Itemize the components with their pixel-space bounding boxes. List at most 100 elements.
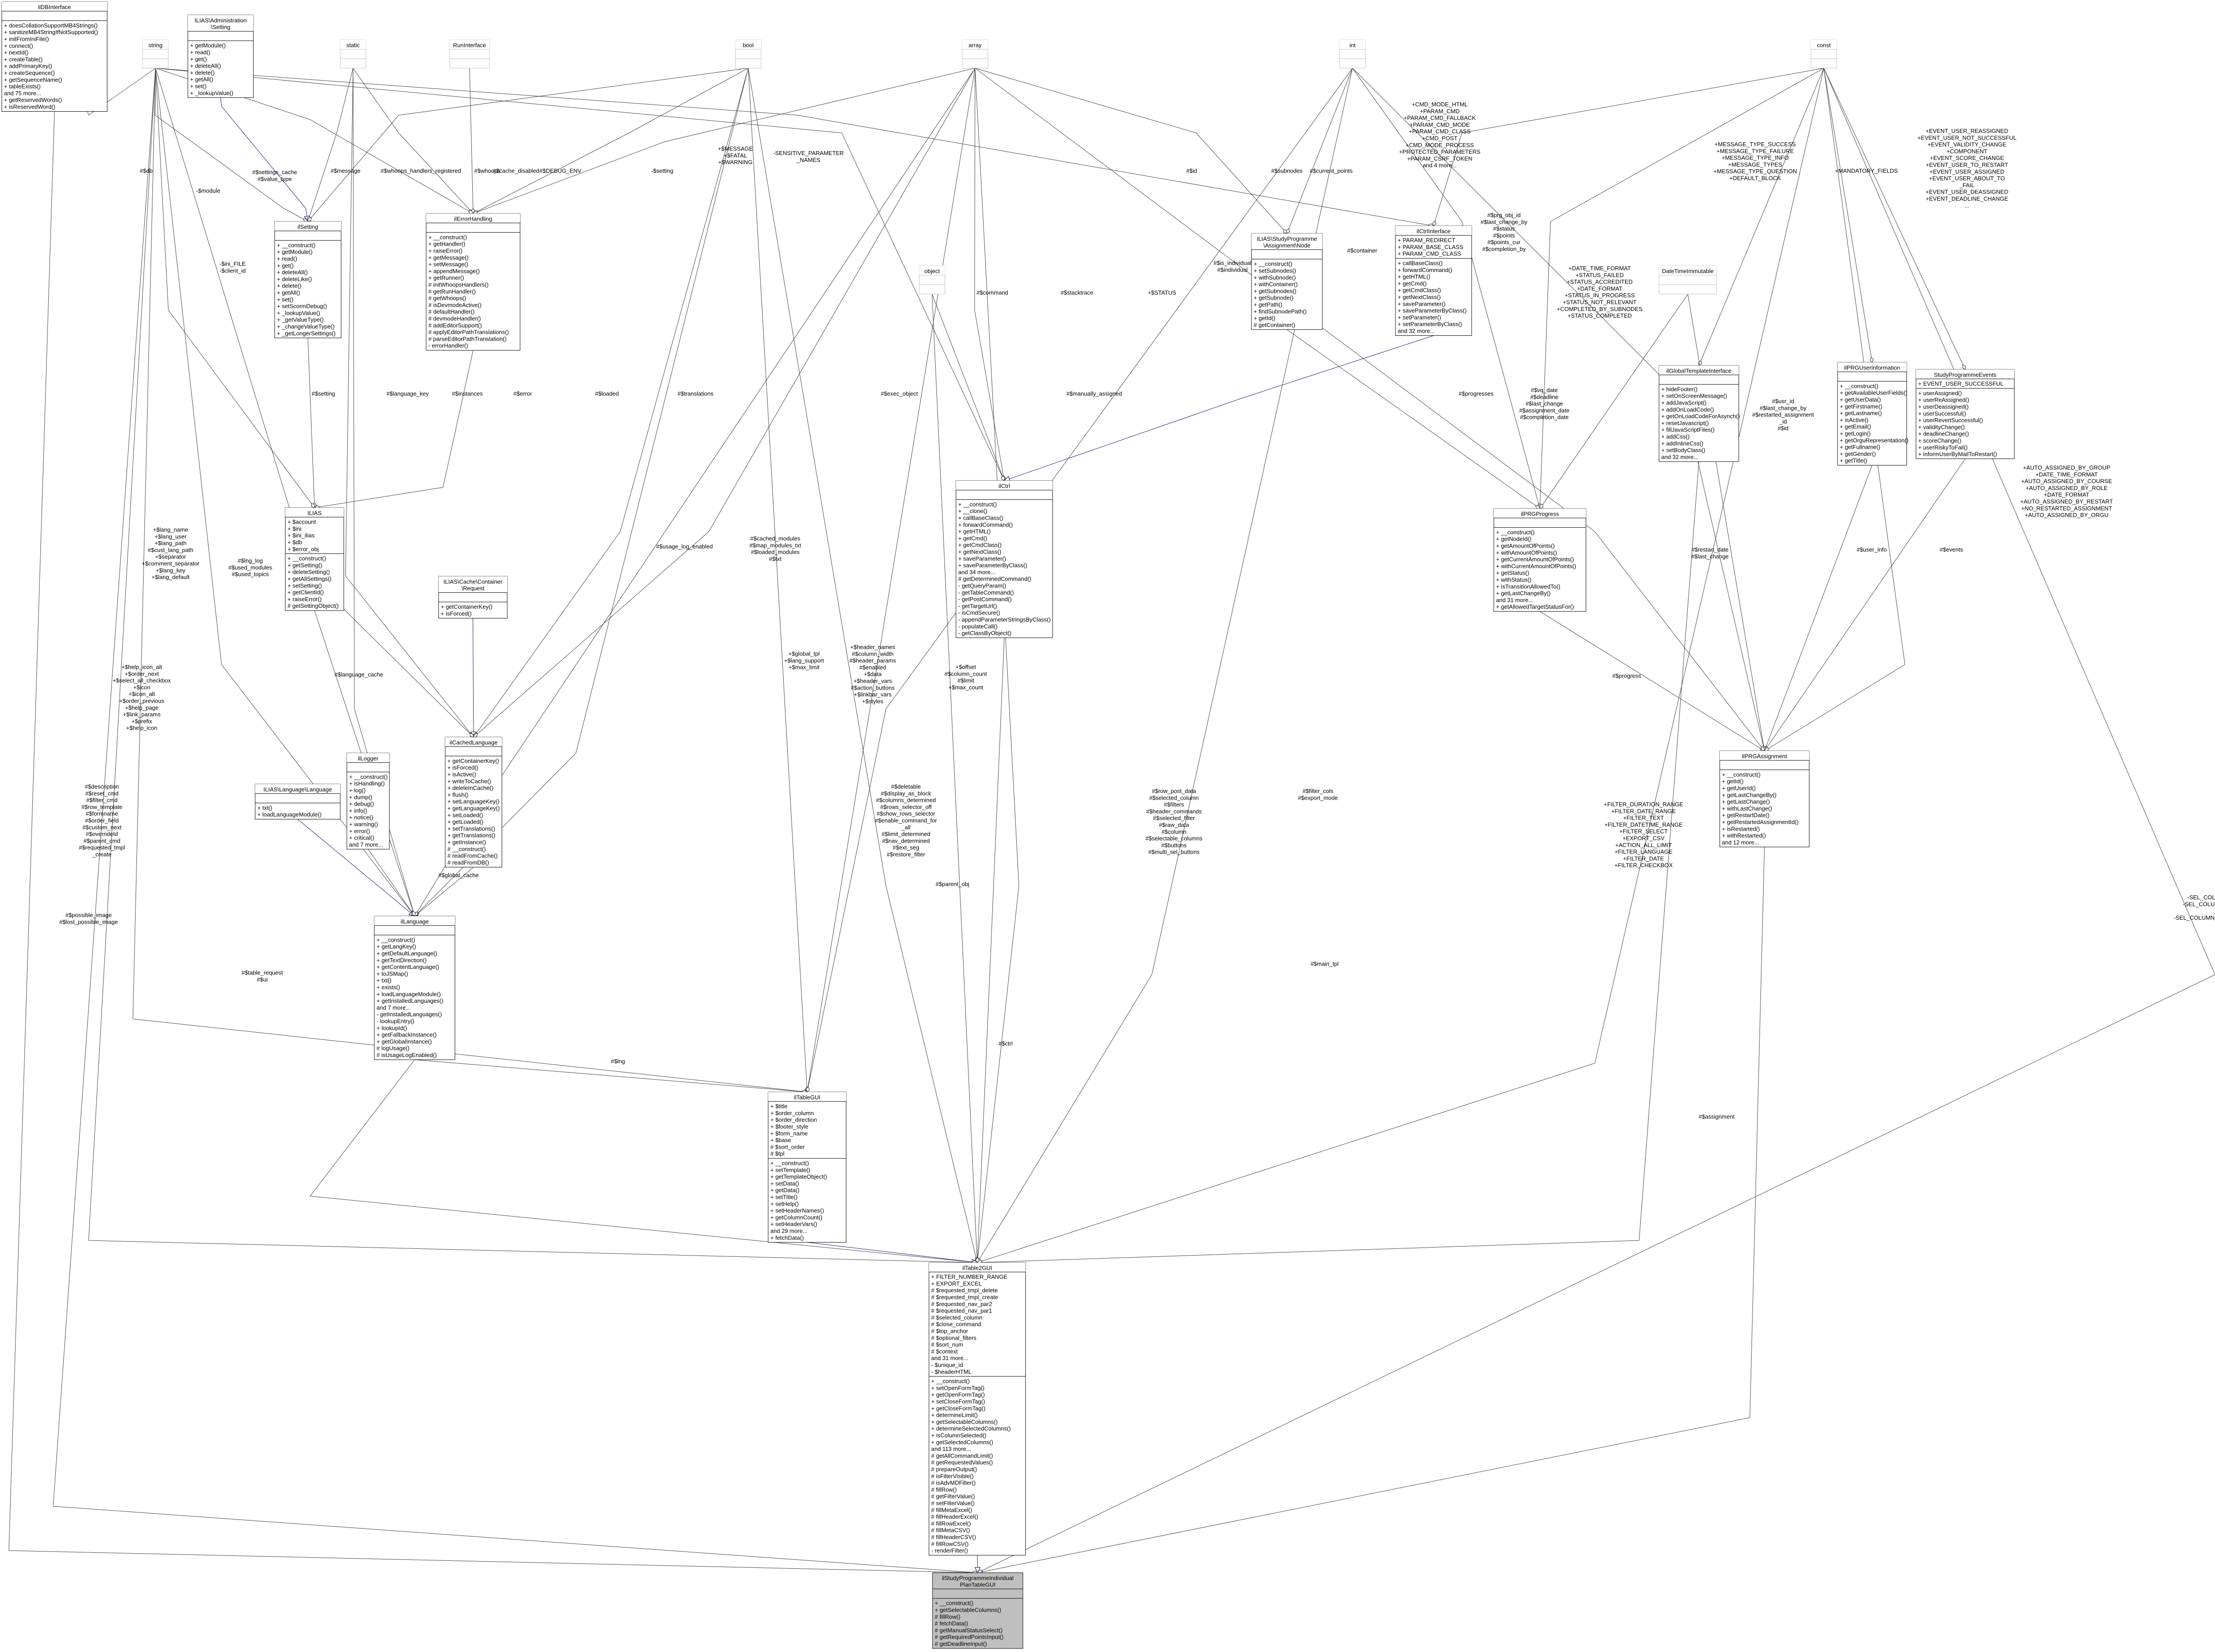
edge-label: #$usage_log_enabled xyxy=(656,543,713,550)
class-node-dti[interactable]: DateTimeImmutable xyxy=(1659,265,1717,295)
edge-label-line: +STATUS_FAILED xyxy=(1576,272,1624,278)
edge-label-line: +$lang_path xyxy=(155,540,187,547)
class-operation: + saveParameter() xyxy=(958,555,1006,562)
class-node-table2[interactable]: ilTable2GUI+ FILTER_NUMBER_RANGE+ EXPORT… xyxy=(929,1262,1026,1556)
class-node-setting[interactable]: ilSetting+ __construct()+ getModule()+ r… xyxy=(274,221,342,338)
class-node-prguser[interactable]: ilPRGUserInformation+ __construct()+ get… xyxy=(1837,362,1908,466)
edge-const-to-prgprog xyxy=(1540,68,1824,509)
class-node-runi[interactable]: RunInterface xyxy=(449,39,490,69)
class-node-main[interactable]: ilStudyProgrammeIndividualPlanTableGUI+ … xyxy=(932,1572,1023,1649)
edge-label-line: #$id xyxy=(1778,425,1789,431)
edge-string-to-setting xyxy=(155,68,308,222)
class-operation: + getCmdClass() xyxy=(958,542,1002,548)
edge-label-line: +$lang_support xyxy=(784,657,824,664)
edge-label: #$DEBUG_ENV xyxy=(540,167,582,174)
class-attribute: + $title xyxy=(770,1103,788,1110)
edge-label-line: #$assignment_date xyxy=(1519,407,1569,414)
class-operation: - getInstalledLanguages() xyxy=(377,1011,442,1018)
class-node-idb[interactable]: ilDBInterface+ doesCollationSupportMB4St… xyxy=(1,1,108,112)
class-node-const[interactable]: const xyxy=(1811,39,1837,69)
edge-string-to-tablegui xyxy=(132,68,807,1092)
class-operation: # applyEditorPathTranslations() xyxy=(428,329,509,335)
edge-label: #$usr_id#$last_change_by#$restarted_assi… xyxy=(1752,398,1814,431)
edge-string-to-main xyxy=(53,68,978,1573)
edge-label-line: +STATUS_IN_PROGRESS xyxy=(1565,292,1635,299)
edge-label-line: #$last_change_by xyxy=(1760,404,1807,411)
class-node-ctrl[interactable]: ilCtrl+ __construct()+ __clone()+ callBa… xyxy=(956,480,1053,638)
edge-label: -$module xyxy=(196,187,220,194)
class-operation: + getNextClass() xyxy=(1398,294,1441,300)
edge-label: #$setting xyxy=(312,390,335,397)
edge-string-to-ctrl xyxy=(155,68,1004,481)
edge-label-line: +$FATAL xyxy=(724,152,747,159)
class-operation: + connect() xyxy=(4,43,33,49)
edge-label-line: +$icon_alt xyxy=(128,691,155,697)
class-node-ilog[interactable]: ilLogger+ __construct()+ isHandling()+ l… xyxy=(346,753,390,850)
class-node-prgass[interactable]: ilPRGAssignment+ __construct()+ getId()+… xyxy=(1719,750,1810,847)
class-attribute: + PARAM_BASE_CLASS xyxy=(1398,244,1464,250)
edge-label-line: #$assignment xyxy=(1699,1113,1735,1120)
class-operation: + getCmd() xyxy=(958,535,987,541)
class-node-lang[interactable]: ilLanguage+ __construct()+ getLangKey()+… xyxy=(374,916,455,1060)
edge-label: +MANDATORY_FIELDS xyxy=(1835,167,1898,174)
class-operation: + findSubnodePath() xyxy=(1254,308,1307,315)
edge-label-line: #$deadline xyxy=(1530,393,1558,400)
class-operation: + getModule() xyxy=(277,249,313,255)
class-node-gti[interactable]: ilGlobalTemplateInterface+ hideFooter()+… xyxy=(1659,365,1740,462)
class-operation: # fillRow() xyxy=(935,1613,960,1620)
class-node-ctrli[interactable]: ilCtrlInterface+ PARAM_REDIRECT+ PARAM_B… xyxy=(1395,225,1472,336)
class-operation: + getLanguageKey() xyxy=(447,805,500,812)
class-node-static[interactable]: static xyxy=(340,39,366,69)
edge-label: +FILTER_DURATION_RANGE+FILTER_DATE_RANGE… xyxy=(1604,801,1683,869)
class-operation: + setHeaderNames() xyxy=(770,1207,824,1214)
class-operation: + withRestarted() xyxy=(1722,832,1766,839)
edge-const-to-prgass xyxy=(1764,68,1905,751)
class-operation: + deleteLike() xyxy=(277,276,312,282)
class-node-spn[interactable]: ILIAS\StudyProgramme\Assignment\Node+ __… xyxy=(1251,233,1323,330)
class-operation: + getNodeId() xyxy=(1496,536,1531,542)
class-node-int[interactable]: int xyxy=(1339,39,1366,69)
edge-label-line: +CMD_POST xyxy=(1422,135,1457,142)
class-operation: + getTextDirection() xyxy=(377,957,427,964)
edge-label-line: #$setting xyxy=(312,390,335,397)
edge-label-line: +STATUS_NOT_RELEVANT xyxy=(1563,299,1637,306)
class-operation: + getSelectableColumns() xyxy=(935,1607,1001,1613)
class-operation: + withContainer() xyxy=(1254,281,1298,288)
edge-label: #$possible_image#$lost_possible_image xyxy=(59,912,118,925)
class-node-tablegui[interactable]: ilTableGUI+ $title+ $order_column+ $orde… xyxy=(768,1092,847,1243)
class-operation: - populateCall() xyxy=(958,623,998,630)
class-operation: + __construct() xyxy=(958,501,997,508)
class-title: ilLanguage xyxy=(400,918,429,925)
class-operation: # setFilterValue() xyxy=(931,1500,975,1507)
class-node-errh[interactable]: ilErrorHandling+ __construct()+ getHandl… xyxy=(426,213,521,351)
edge-bool-to-tablegui xyxy=(748,68,807,1092)
class-operation: + getTranslations() xyxy=(447,832,495,839)
edge-const-to-spevents xyxy=(1823,68,1965,369)
edge-tablegui-to-table2 xyxy=(807,1242,977,1263)
class-operation: + setParameter() xyxy=(1398,314,1441,321)
class-node-object[interactable]: object xyxy=(919,265,945,295)
edge-label: +$global_tpl+$lang_support+$max_limit xyxy=(784,650,824,671)
class-operation: + getLoaded() xyxy=(447,819,483,825)
class-node-ccreq[interactable]: ILIAS\Cache\Container\Request+ getContai… xyxy=(438,576,508,618)
edge-label-line: +$STATUS xyxy=(1148,289,1177,296)
edge-label-line: #$buttons xyxy=(1161,842,1187,848)
class-node-admset[interactable]: ILIAS\Administration\Setting+ getModule(… xyxy=(187,15,254,98)
class-operation: # getDeterminedCommand() xyxy=(958,575,1031,582)
class-node-cachedlang[interactable]: ilCachedLanguage+ getContainerKey()+ isF… xyxy=(445,737,502,867)
class-node-ilias[interactable]: ILIAS+ $account+ $ini+ $ini_ilias+ $db+ … xyxy=(285,507,344,611)
class-operation: # getRunHandler() xyxy=(428,288,476,295)
class-operation: - getPostCommand() xyxy=(958,596,1012,602)
class-node-spevents[interactable]: StudyProgrammeEvents+ EVENT_USER_SUCCESS… xyxy=(1916,369,2015,459)
class-node-array[interactable]: array xyxy=(962,39,988,69)
class-operation: + addPrimaryKey() xyxy=(4,63,52,70)
class-operation: and 29 more... xyxy=(770,1228,808,1234)
class-node-string[interactable]: string xyxy=(142,39,169,69)
class-operation: + getPath() xyxy=(1254,301,1282,308)
edge-array-to-errh xyxy=(473,68,975,214)
class-node-bool[interactable]: bool xyxy=(735,39,762,69)
edge-bool-to-table2 xyxy=(748,68,977,1263)
class-node-illang[interactable]: ILIAS\Language\Language+ txt()+ loadLang… xyxy=(255,784,341,820)
class-node-prgprog[interactable]: ilPRGProgress+ __construct()+ getNodeId(… xyxy=(1493,508,1586,612)
edge-array-to-ctrl xyxy=(974,68,1004,481)
